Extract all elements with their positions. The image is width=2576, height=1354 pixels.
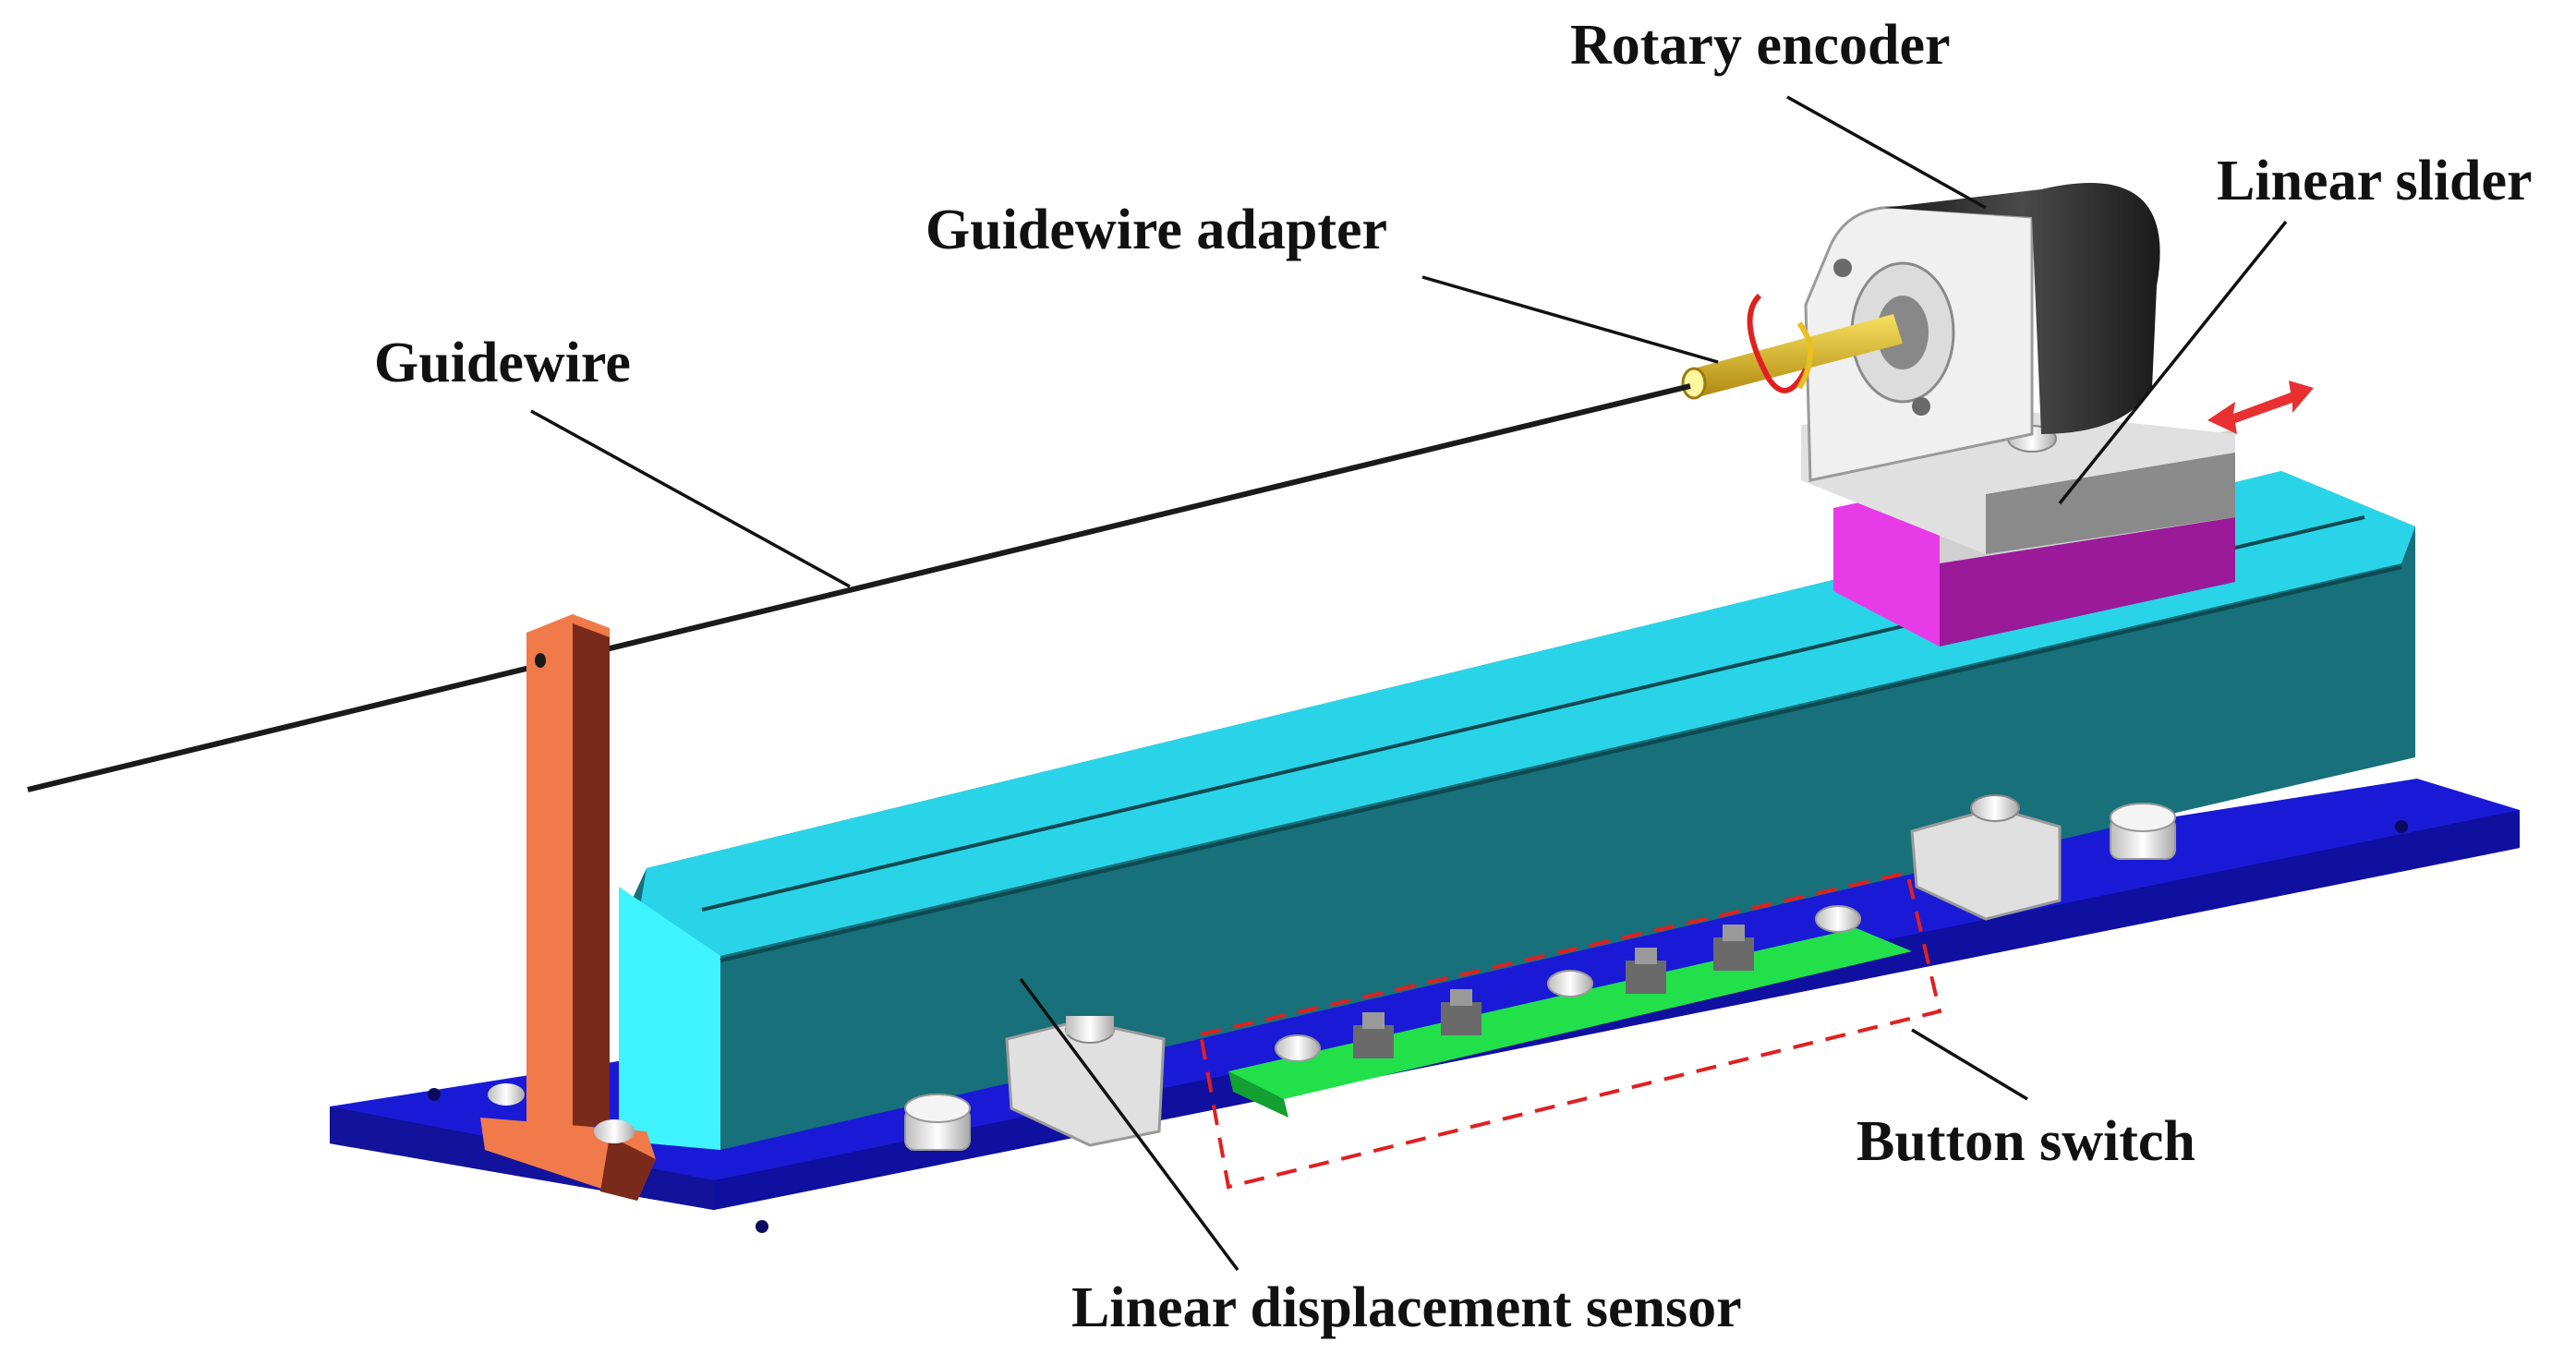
label-rotary-encoder: Rotary encoder [1570,14,1951,77]
button-switch [1441,989,1482,1035]
guidewire-adapter-shaft [1681,293,1903,400]
leader-guidewire-adapter [1421,275,1719,364]
rail-clamp-left [1005,1016,1166,1147]
leader-linear-slider [2058,220,2288,505]
leader-rotary-encoder [1786,95,1987,210]
rotary-encoder-assembly [1804,183,2160,482]
leader-lines [530,95,2288,1272]
button-switch [1713,925,1754,971]
label-linear-displacement-sensor: Linear displacement sensor [1071,1276,1742,1339]
label-guidewire: Guidewire [374,332,631,394]
button-switch-highlight-box [1198,870,1942,1190]
base-bolt [2110,803,2176,860]
guidewire [27,383,1691,792]
base-bolt [904,1094,971,1151]
guidewire-support-post [480,614,656,1201]
slider-motion-arrow [2207,381,2314,434]
label-button-switch: Button switch [1856,1110,2195,1173]
label-guidewire-adapter: Guidewire adapter [925,199,1387,261]
button-switch [1626,948,1666,994]
leader-guidewire [530,409,851,588]
leader-linear-displacement-sensor [1019,977,1240,1272]
sensor-pcb [1228,905,1912,1118]
button-switch [1353,1012,1394,1058]
label-linear-slider: Linear slider [2217,150,2533,212]
rail-clamp-right [1910,794,2062,921]
leader-button-switch [1911,1028,2028,1101]
